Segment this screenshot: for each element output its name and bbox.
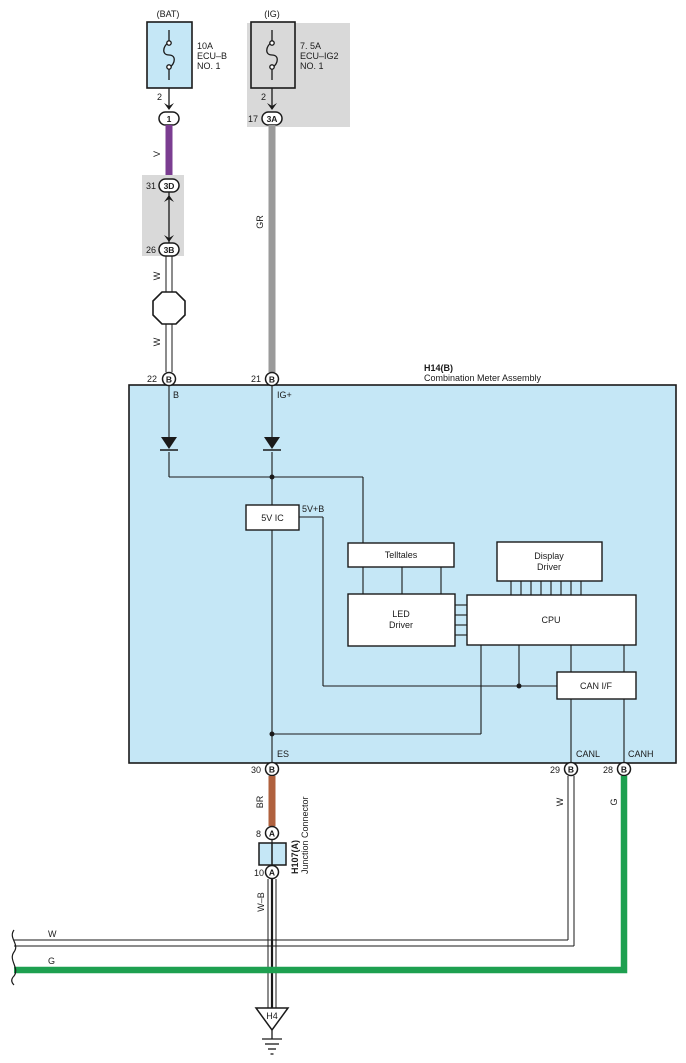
- block-cpu-label: CPU: [541, 615, 560, 625]
- block-can-if: [556, 671, 637, 700]
- block-led-driver-line2: Driver: [389, 620, 413, 630]
- pin-29-number: 29: [550, 765, 560, 775]
- junction-pin-10-number: 10: [254, 868, 264, 878]
- block-telltales: [347, 542, 455, 568]
- bat-fuse-rating: 10A: [197, 41, 213, 51]
- junction-name: Junction Connector: [300, 796, 310, 874]
- connector-3d-label: 3D: [164, 181, 175, 191]
- bat-arrow-icon: [164, 103, 174, 110]
- junction-pin-8: [264, 825, 280, 841]
- wire-canl-label: W: [555, 797, 565, 806]
- wire-w-upper-label: W: [152, 271, 162, 280]
- wire-white-black: [267, 879, 277, 1008]
- ig-fuse-number: NO. 1: [300, 61, 324, 71]
- connector-3a-pin: 17: [248, 114, 258, 124]
- wire-gr-label: GR: [255, 215, 265, 229]
- junction-pin-10-letter: A: [269, 868, 275, 878]
- ig-source-label: (IG): [264, 9, 280, 19]
- wire-w-lower-label: W: [152, 337, 162, 346]
- junction-dot-2: [516, 683, 522, 689]
- pin-29-name: CANL: [576, 749, 600, 759]
- pin-21: [264, 371, 280, 387]
- bat-fuse-icon: [163, 30, 175, 80]
- pin-22-letter: B: [166, 375, 172, 385]
- bat-fuse-name: ECU–B: [197, 51, 227, 61]
- connector-3b-pin: 26: [146, 245, 156, 255]
- wire-canl-white: [14, 776, 575, 947]
- ig-fuse-rating: 7. 5A: [300, 41, 321, 51]
- pin-30-number: 30: [251, 765, 261, 775]
- down-arrow-icon: [164, 235, 174, 242]
- wire-br-label: BR: [255, 795, 265, 808]
- block-5v-ic-output: 5V+B: [302, 504, 324, 514]
- splice-octagon: [152, 291, 186, 325]
- pin-29: [563, 761, 579, 777]
- ig-arrow-icon: [267, 103, 277, 110]
- pin-30-name: ES: [277, 749, 289, 759]
- block-5v-ic-label: 5V IC: [261, 513, 284, 523]
- block-display-driver-line1: Display: [534, 551, 564, 561]
- wire-break-icon: [11, 929, 17, 986]
- pin-28-name: CANH: [628, 749, 654, 759]
- meter-name: Combination Meter Assembly: [424, 373, 542, 383]
- pin-22-number: 22: [147, 374, 157, 384]
- junction-code: H107(A): [290, 840, 300, 874]
- ig-fuse-icon: [266, 30, 278, 80]
- block-cpu: [466, 594, 637, 646]
- wire-canh-green: [14, 776, 628, 974]
- ig-fuse-name: ECU–IG2: [300, 51, 339, 61]
- up-arrow-icon: [164, 195, 174, 202]
- wire-v-label: V: [152, 151, 162, 157]
- pin-28-letter: B: [621, 765, 627, 775]
- junction-dot-1: [269, 474, 275, 480]
- pin-30-letter: B: [269, 765, 275, 775]
- wire-brown: [268, 776, 276, 826]
- connector-3b-label: 3B: [164, 245, 175, 255]
- pin-21-number: 21: [251, 374, 261, 384]
- wire-bus-w-label: W: [48, 929, 57, 939]
- block-display-driver: [496, 541, 603, 582]
- pin-29-letter: B: [568, 765, 574, 775]
- ground-triangle: [254, 1007, 290, 1032]
- connector-3a-label: 3A: [267, 114, 278, 124]
- junction-pin-10: [264, 864, 280, 880]
- block-telltales-label: Telltales: [385, 550, 418, 560]
- pin-22: [161, 371, 177, 387]
- ground-label: H4: [266, 1011, 278, 1021]
- block-display-driver-line2: Driver: [537, 562, 561, 572]
- ig-fuse-out-pin: 2: [261, 92, 266, 102]
- bat-source-label: (BAT): [157, 9, 180, 19]
- junction-pin-8-letter: A: [269, 829, 275, 839]
- pin-21-letter: B: [269, 375, 275, 385]
- block-can-if-label: CAN I/F: [580, 681, 613, 691]
- block-5v-ic: [245, 504, 300, 531]
- pin-21-name: IG+: [277, 390, 292, 400]
- pin-22-name: B: [173, 390, 179, 400]
- bat-fuse-out-pin: 2: [157, 92, 162, 102]
- wire-violet: [165, 125, 173, 179]
- junction-dot-3: [269, 731, 275, 737]
- wire-white-upper: [165, 256, 173, 372]
- diode-ig-icon: [263, 437, 281, 451]
- wire-canh-label: G: [609, 798, 619, 805]
- connector-1-label: 1: [167, 114, 172, 124]
- meter-internal-wiring: [168, 386, 625, 763]
- ground-icon: [262, 1030, 282, 1055]
- pin-30: [264, 761, 280, 777]
- junction-pin-8-number: 8: [256, 829, 261, 839]
- connector-3d-pin: 31: [146, 181, 156, 191]
- bat-fuse-number: NO. 1: [197, 61, 221, 71]
- meter-code: H14(B): [424, 363, 453, 373]
- wire-bus-g-label: G: [48, 956, 55, 966]
- wire-gray: [268, 125, 276, 372]
- pin-28-number: 28: [603, 765, 613, 775]
- diode-b-icon: [160, 437, 178, 451]
- wire-wb-label: W–B: [256, 892, 266, 912]
- block-led-driver: [347, 593, 456, 647]
- pin-28: [616, 761, 632, 777]
- block-led-driver-line1: LED: [392, 609, 410, 619]
- connector-3b: [158, 242, 180, 257]
